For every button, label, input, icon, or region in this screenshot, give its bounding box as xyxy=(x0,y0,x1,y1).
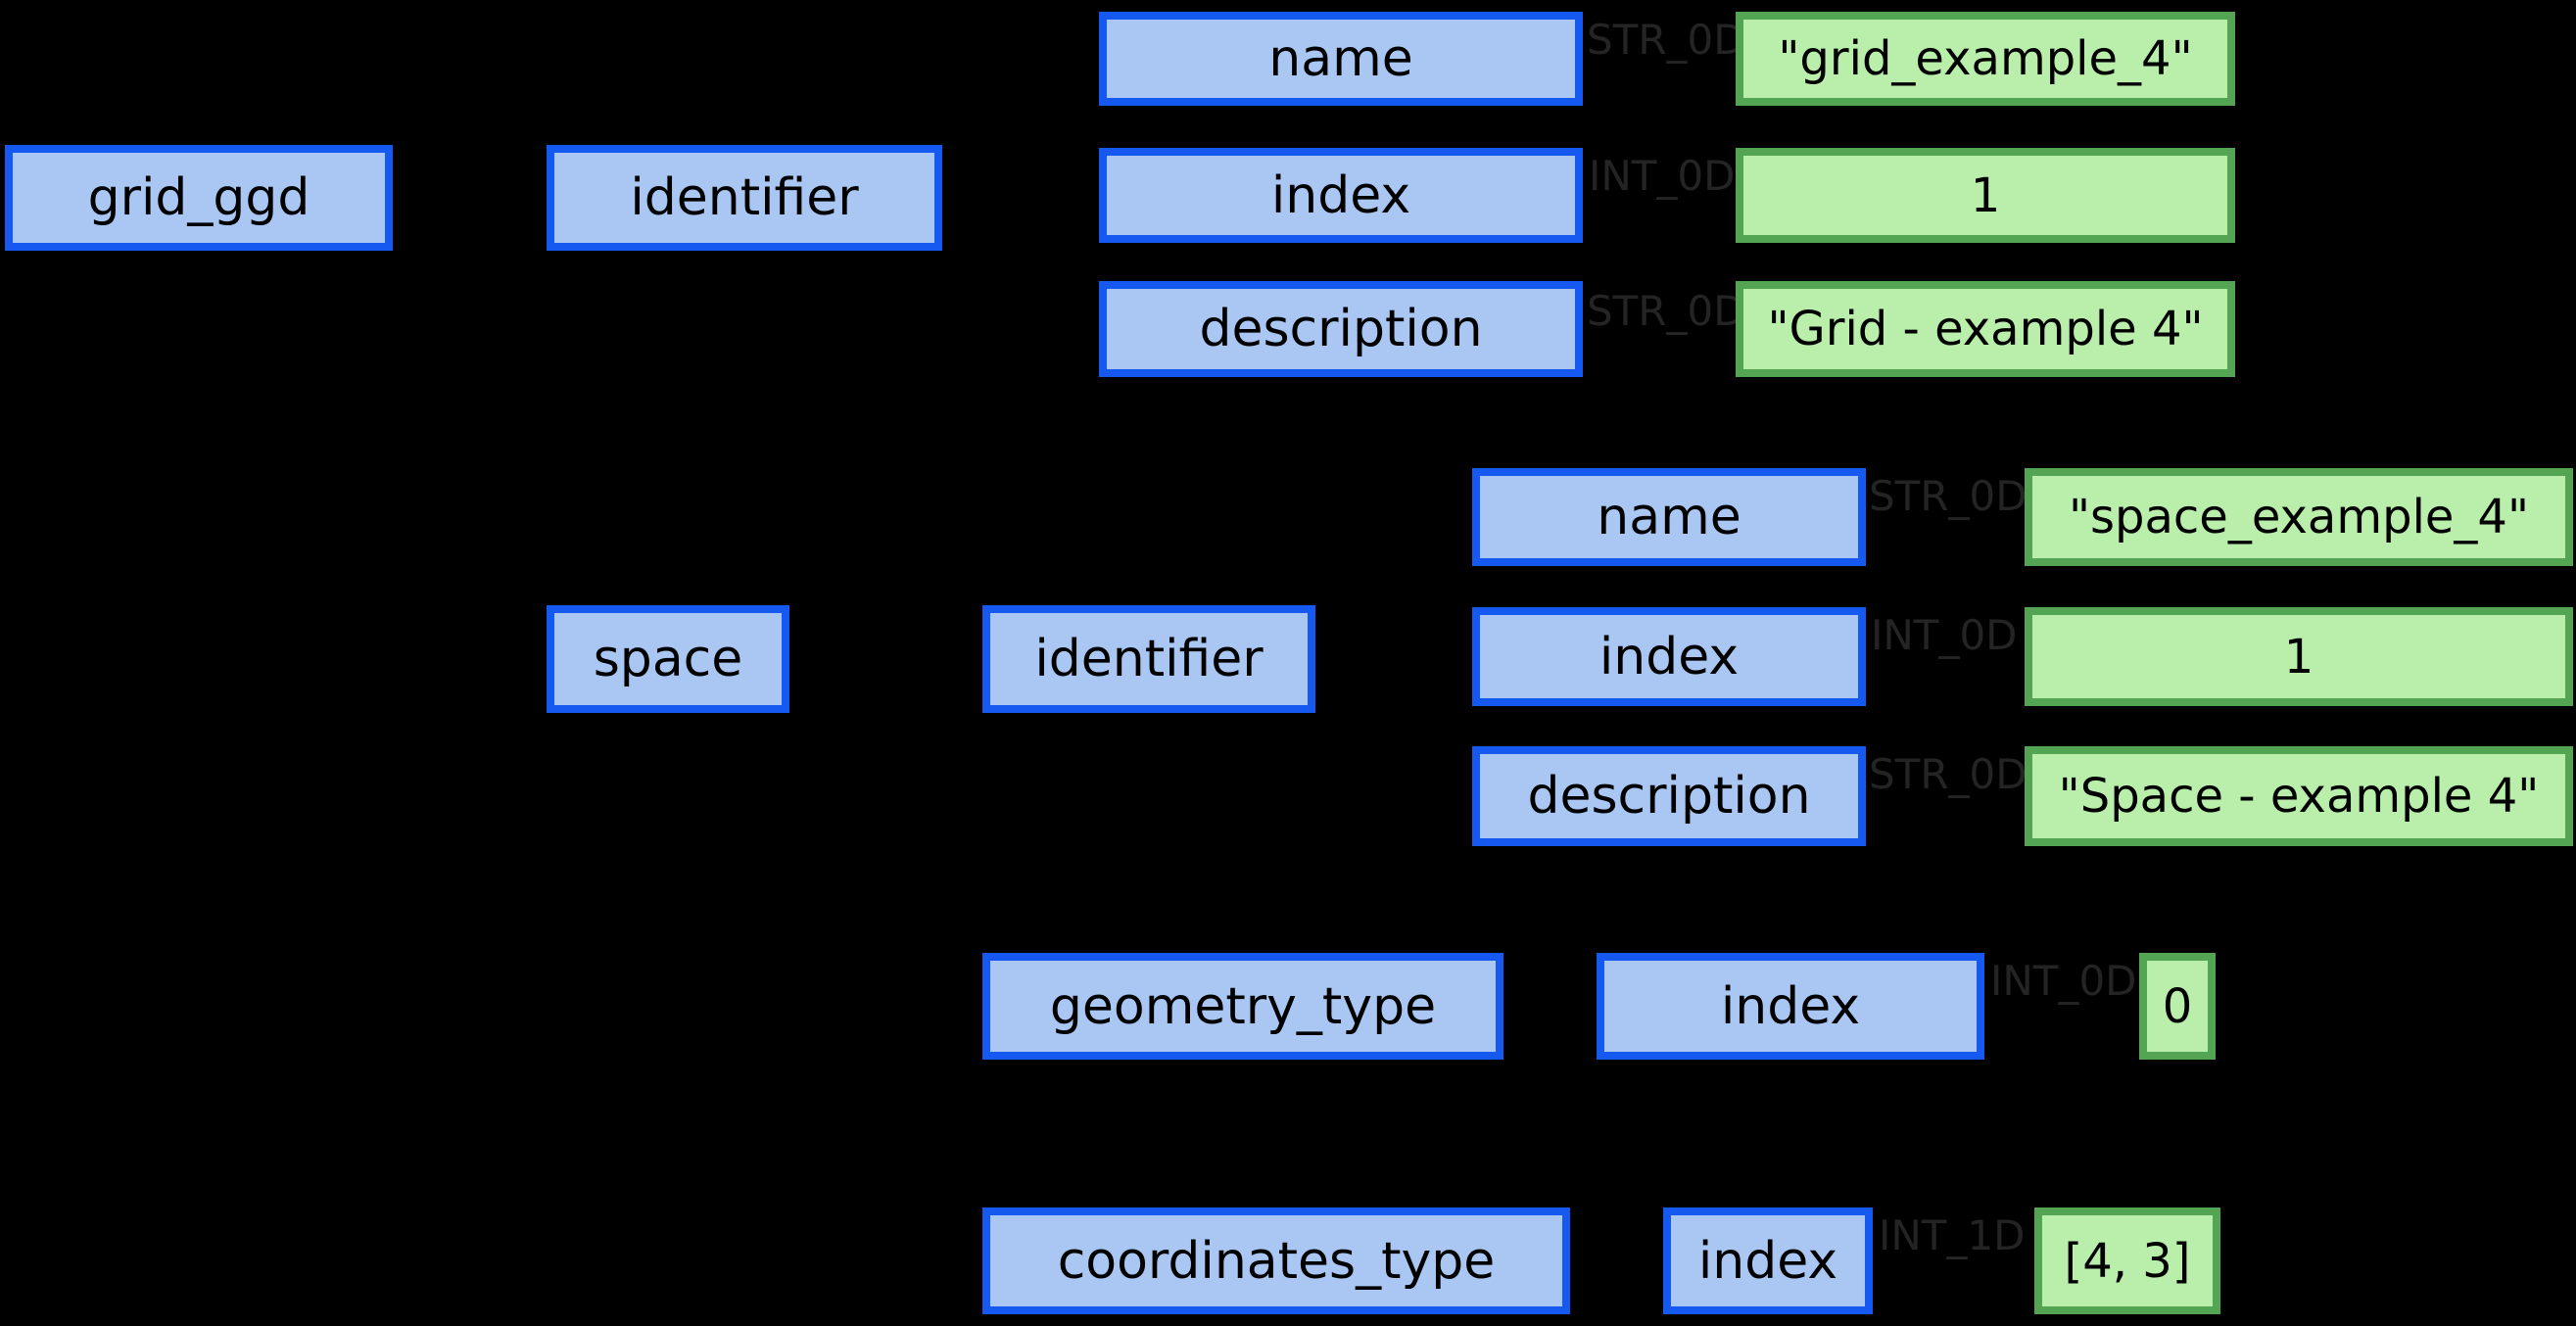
node-description-grid: description xyxy=(1099,281,1583,377)
node-grid-ggd: grid_ggd xyxy=(5,145,393,251)
node-description-space: description xyxy=(1472,746,1866,846)
leaf-coordinates-index-value: [4, 3] xyxy=(2034,1208,2220,1314)
leaf-geometry-index-value: 0 xyxy=(2139,953,2216,1060)
node-index-geometry: index xyxy=(1597,953,1984,1060)
edge-label-space-description-type: STR_0D xyxy=(1869,750,2027,798)
node-name-space: name xyxy=(1472,468,1866,566)
node-identifier-grid: identifier xyxy=(547,145,942,251)
leaf-grid-description-value: "Grid - example 4" xyxy=(1736,281,2235,377)
node-index-grid: index xyxy=(1099,148,1583,243)
leaf-grid-index-value: 1 xyxy=(1736,148,2235,243)
leaf-space-name-value: "space_example_4" xyxy=(2025,468,2573,566)
leaf-grid-name-value: "grid_example_4" xyxy=(1736,12,2235,106)
edge-label-grid-description-type: STR_0D xyxy=(1587,287,1745,335)
leaf-space-index-value: 1 xyxy=(2025,607,2573,706)
leaf-space-description-value: "Space - example 4" xyxy=(2025,746,2573,846)
node-identifier-space: identifier xyxy=(982,605,1315,713)
node-index-coordinates: index xyxy=(1663,1208,1873,1314)
edge-label-space-name-type: STR_0D xyxy=(1869,472,2027,520)
edge-label-coordinates-index-type: INT_1D xyxy=(1879,1211,2026,1259)
edge-label-grid-name-type: STR_0D xyxy=(1587,16,1745,64)
edge-label-geometry-index-type: INT_0D xyxy=(1990,957,2137,1005)
node-index-space: index xyxy=(1472,607,1866,706)
node-geometry-type: geometry_type xyxy=(982,953,1503,1060)
edge-label-space-index-type: INT_0D xyxy=(1871,611,2018,659)
node-coordinates-type: coordinates_type xyxy=(982,1208,1570,1314)
edge-label-grid-index-type: INT_0D xyxy=(1589,152,1736,200)
node-space: space xyxy=(547,605,789,713)
node-name-grid: name xyxy=(1099,12,1583,106)
